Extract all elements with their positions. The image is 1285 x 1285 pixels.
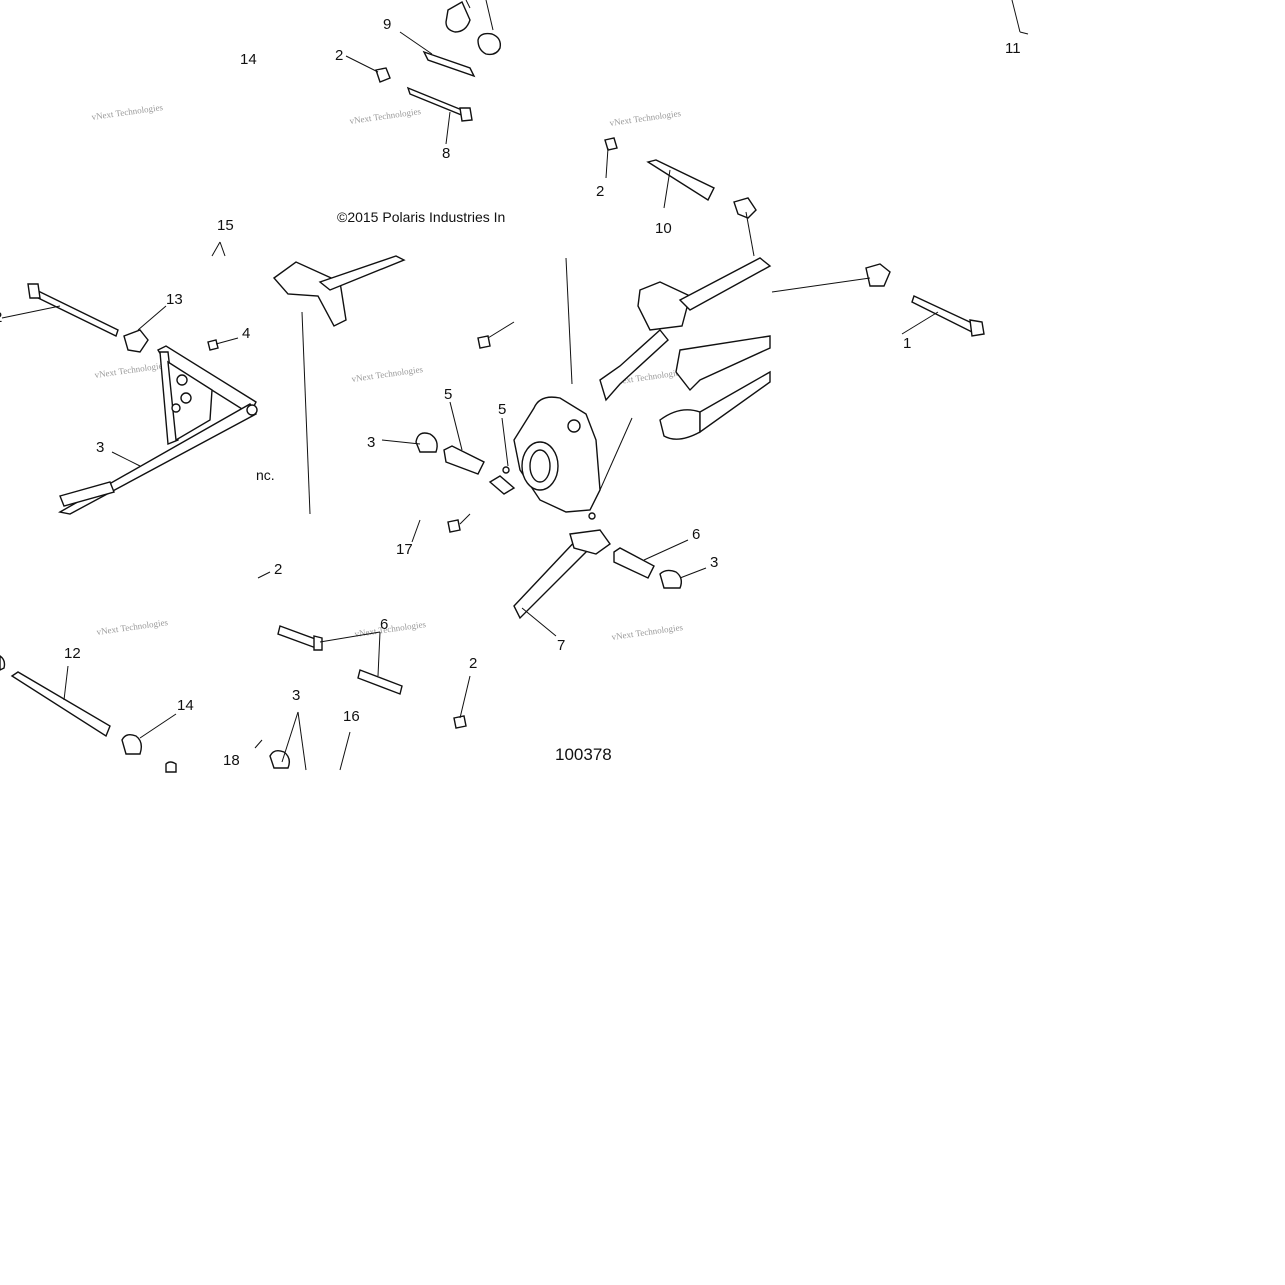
callout-13: 12 (64, 645, 81, 662)
nut-icon (604, 137, 618, 151)
a-arm-tube-icon (678, 257, 772, 311)
watermark: vNext Technologies (351, 364, 424, 384)
bushing-icon (121, 733, 143, 755)
callout-2: 2 (274, 561, 282, 578)
nut-icon (207, 339, 219, 351)
callout-16: 15 (217, 217, 234, 234)
watermark: vNext Technologies (609, 108, 682, 128)
a-arm-tube-icon (59, 481, 115, 507)
bushing-icon (659, 569, 683, 589)
bushing-icon (415, 432, 438, 453)
callout-3-partial: 2 (0, 309, 2, 326)
bolt-head-icon (969, 319, 985, 337)
callout-8: 7 (557, 637, 565, 654)
bushing-icon (477, 32, 502, 56)
callout-6: 5 (444, 386, 452, 403)
hub-bore-inner-icon (529, 449, 551, 483)
callout-3: 3 (367, 434, 375, 451)
callout-2: 2 (469, 655, 477, 672)
bolt-head-icon (313, 635, 323, 651)
nut-icon (477, 335, 491, 349)
pivot-pin-icon (422, 50, 476, 78)
watermark: vNext Technologies (91, 102, 164, 122)
bushing-icon (733, 197, 757, 219)
copyright-fragment: nc. (256, 467, 275, 483)
hole-icon (180, 392, 192, 404)
frame-bracket-icon (272, 261, 347, 327)
callout-3: 3 (710, 554, 718, 571)
callout-1: 1 (903, 335, 911, 352)
watermark: vNext Technologies (94, 360, 167, 380)
bushing-icon (445, 1, 471, 33)
callout-12: 11 (1005, 40, 1021, 57)
callout-18: 17 (396, 541, 413, 558)
grease-fitting-icon (502, 466, 510, 474)
bushing-icon (865, 263, 891, 287)
hole-icon (171, 403, 181, 413)
copyright-notice: ©2015 Polaris Industries In (337, 209, 505, 225)
a-arm-tube-icon (488, 475, 516, 495)
nut-icon (375, 67, 391, 83)
bolt-icon (277, 625, 319, 649)
bushing-icon (269, 749, 291, 769)
pivot-icon (246, 404, 258, 416)
sleeve-icon (443, 445, 485, 475)
bushing-icon (0, 655, 6, 671)
a-arm-tube-icon (675, 335, 771, 392)
callout-5: 4 (242, 325, 250, 342)
a-arm-mount-icon (637, 281, 691, 331)
leader-lines (1, 0, 1029, 771)
bolt-icon (29, 287, 119, 337)
watermark: vNext Technologies (354, 619, 427, 639)
callout-17: 16 (343, 708, 360, 725)
figure-number: 100378 (555, 745, 612, 764)
callout-14: 13 (166, 291, 183, 308)
pivot-pin-icon (646, 159, 715, 202)
pivot-pin-icon (10, 671, 111, 738)
bolt-head-icon (459, 107, 473, 122)
bolt-head-icon (27, 283, 41, 299)
a-arm-pivot-icon (569, 529, 611, 555)
a-arm-tube-icon (699, 370, 771, 434)
callout-5: 5 (498, 401, 506, 418)
washer-icon (165, 761, 177, 773)
part-drawings (0, 0, 985, 773)
callout-3: 3 (292, 687, 300, 704)
callout-6: 6 (692, 526, 700, 543)
watermark: vNext Technologies (96, 617, 169, 637)
callout-10: 9 (383, 16, 391, 33)
callout-19: 18 (223, 752, 240, 769)
bushing-icon (123, 329, 149, 353)
grease-fitting-icon (588, 512, 596, 520)
ball-joint-icon (567, 419, 581, 433)
watermark: vNext Technologies (611, 622, 684, 642)
callout-2: 2 (596, 183, 604, 200)
callout-7: 6 (380, 616, 388, 633)
callout-11: 10 (655, 220, 672, 237)
callout-2: 2 (335, 47, 343, 64)
callout-14: 14 (177, 697, 194, 714)
pivot-pin-icon (357, 669, 403, 695)
ball-joint-icon (659, 409, 701, 440)
nut-icon (447, 519, 461, 533)
watermark: vNext Technologies (349, 106, 422, 126)
callout-15: 14 (240, 51, 257, 68)
callout-4: 3 (96, 439, 104, 456)
a-arm-tube-icon (599, 328, 669, 402)
sleeve-icon (613, 547, 655, 579)
frame-tube-icon (318, 255, 406, 291)
callout-9: 8 (442, 145, 450, 162)
hole-icon (176, 374, 188, 386)
callout-labels: 1 2 2 2 2 2 3 3 3 3 4 5 5 6 6 7 8 9 10 1… (0, 16, 1021, 769)
bolt-icon (911, 295, 975, 334)
